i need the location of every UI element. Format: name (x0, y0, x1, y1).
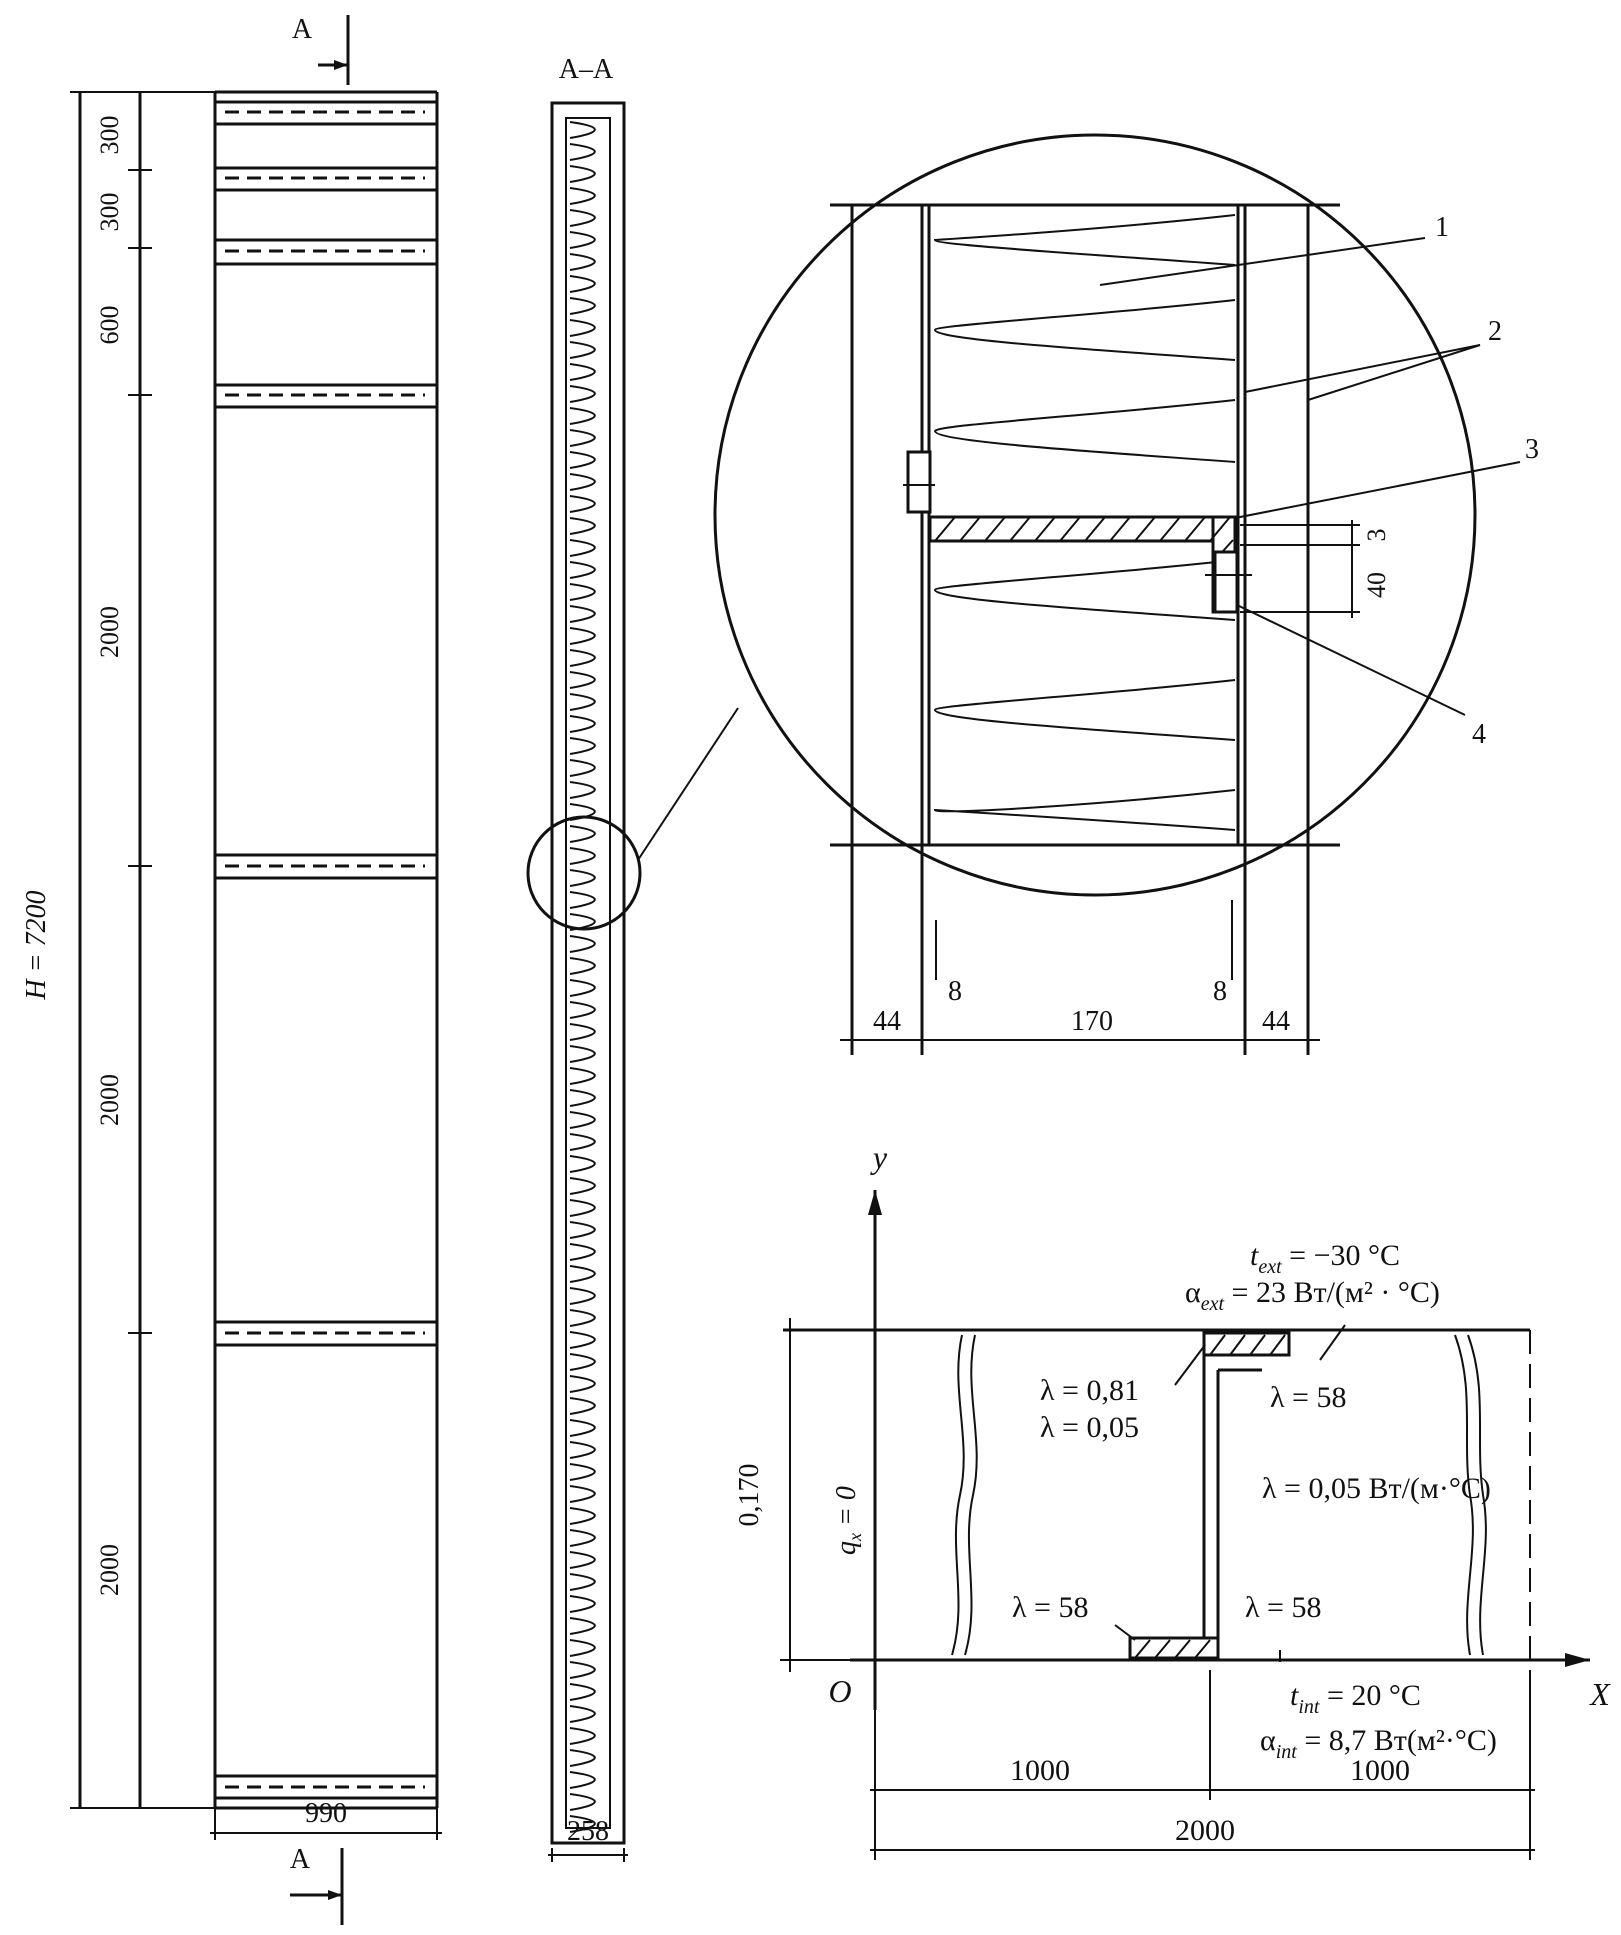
section-mark-top: A (292, 14, 313, 45)
section-width-label: 258 (567, 1816, 609, 1847)
section-title: A–A (559, 54, 614, 85)
x-axis-label: X (1588, 1676, 1611, 1712)
qx-label: qx = 0 (831, 1486, 865, 1555)
model-height-label: 0,170 (734, 1464, 765, 1527)
lambda-58-top-label: λ = 58 (1270, 1381, 1346, 1414)
elev-width-label: 990 (305, 1798, 347, 1829)
y-axis-label: y (870, 1139, 888, 1175)
alpha-ext-label: αext = 23 Вт/(м² · °С) (1185, 1276, 1440, 1315)
origin-label: O (828, 1673, 851, 1709)
lambda-005-label: λ = 0,05 (1040, 1411, 1139, 1444)
section-aa: A–A 258 (526, 54, 739, 1862)
elev-dim-300-a: 300 (95, 116, 124, 155)
dim-40: 40 (1362, 572, 1391, 598)
dim-8-right: 8 (1213, 976, 1227, 1007)
joint-bands (215, 100, 437, 1800)
lambda-58-left-label: λ = 58 (1012, 1591, 1088, 1624)
model-dim-1000-right: 1000 (1350, 1754, 1410, 1787)
elev-dim-600: 600 (95, 306, 124, 345)
section-insulation-zigzag (569, 121, 596, 1833)
lambda-081-label: λ = 0,81 (1040, 1374, 1139, 1407)
elev-dim-2000-c: 2000 (95, 1544, 124, 1596)
detail-enlarged: 1 2 3 4 3 40 44 8 170 8 44 (713, 133, 1539, 1055)
alpha-int-label: αint = 8,7 Вт(м²·°С) (1260, 1724, 1497, 1763)
section-mark-bottom: A (290, 1844, 311, 1875)
elev-dim-2000-b: 2000 (95, 1074, 124, 1126)
callout-3: 3 (1525, 434, 1539, 465)
dim-44-right: 44 (1262, 1006, 1290, 1037)
lambda-58-right-label: λ = 58 (1245, 1591, 1321, 1624)
callout-4: 4 (1472, 719, 1486, 750)
model-dim-2000: 2000 (1175, 1814, 1235, 1847)
callout-2: 2 (1488, 316, 1502, 347)
lambda-insulation-label: λ = 0,05 Вт/(м·°С) (1262, 1472, 1491, 1505)
detail-callout-circle (526, 815, 642, 931)
panel-elevation: 300 300 600 2000 2000 2000 H = 7200 990 … (21, 14, 442, 1925)
t-ext-label: text = −30 °C (1250, 1239, 1400, 1278)
t-int-label: tint = 20 °C (1290, 1679, 1421, 1718)
callout-1: 1 (1435, 212, 1449, 243)
elev-dim-300-b: 300 (95, 193, 124, 232)
elev-dim-2000-a: 2000 (95, 606, 124, 658)
model-dim-1000-left: 1000 (1010, 1754, 1070, 1787)
dim-3: 3 (1362, 529, 1391, 542)
insulation-waves (933, 214, 1236, 831)
elev-height-label: H = 7200 (21, 890, 52, 1000)
dim-8-left: 8 (948, 976, 962, 1007)
computational-model: y X O 0,170 text = −30 °C αext = 23 Вт/(… (734, 1139, 1611, 1860)
dim-170: 170 (1071, 1006, 1113, 1037)
dim-44-left: 44 (873, 1006, 901, 1037)
